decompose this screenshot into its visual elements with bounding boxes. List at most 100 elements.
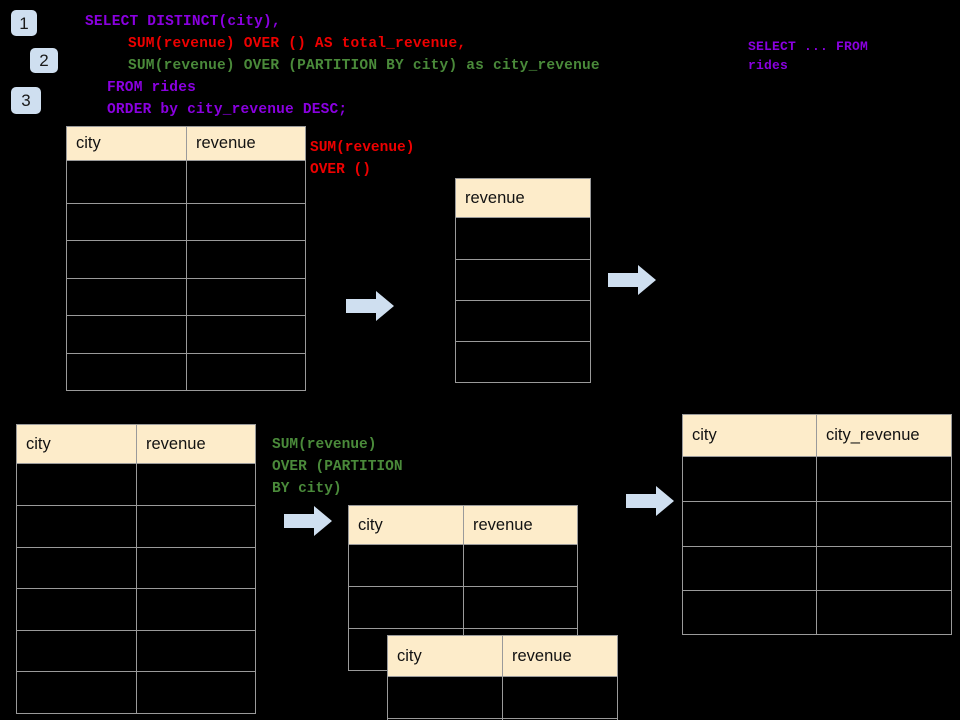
table-row: [682, 590, 952, 635]
cell: [463, 544, 578, 587]
table-row: [66, 240, 306, 279]
arrow-total-to-result: [608, 265, 656, 295]
cell: [816, 456, 952, 502]
cell: [682, 456, 817, 502]
cell: [455, 259, 591, 301]
step-badge-1: 1: [11, 10, 37, 36]
cell: [66, 160, 187, 204]
table-row: [16, 671, 256, 714]
side-note-line-2: rides: [748, 58, 789, 73]
table-row: [387, 676, 618, 719]
side-note-line-1: SELECT ... FROM: [748, 39, 869, 54]
table-source-top: city revenue: [66, 126, 306, 391]
table-row: [682, 546, 952, 591]
cell: [186, 315, 306, 354]
cell: [66, 315, 187, 354]
cell: [186, 353, 306, 391]
table-row: [66, 353, 306, 391]
cell: [136, 505, 256, 548]
table-header-row: revenue: [455, 178, 591, 218]
table-header-row: city revenue: [348, 505, 578, 545]
cell: [136, 547, 256, 589]
table-row: [16, 588, 256, 631]
cell: [136, 463, 256, 506]
step-badge-3-label: 3: [21, 91, 31, 110]
header-cell-revenue: revenue: [502, 635, 618, 677]
table-row: [387, 718, 618, 720]
table-header-row: city revenue: [66, 126, 306, 161]
annotation-over-partition: SUM(revenue) OVER (PARTITION BY city): [272, 437, 403, 497]
table-row: [682, 456, 952, 502]
table-row: [455, 341, 591, 383]
cell: [463, 586, 578, 629]
sql-line-from: FROM rides: [107, 80, 197, 96]
table-row: [66, 278, 306, 316]
table-row: [16, 630, 256, 672]
table-total-revenue: revenue: [455, 178, 591, 383]
table-row: [16, 547, 256, 589]
arrow-source-to-partition: [284, 506, 332, 536]
cell: [66, 278, 187, 316]
table-header-row: city revenue: [387, 635, 618, 677]
sql-line-select: SELECT DISTINCT(city),: [85, 14, 281, 30]
table-row: [66, 203, 306, 241]
header-cell-revenue: revenue: [455, 178, 591, 218]
cell: [816, 590, 952, 635]
step-badge-2: 2: [30, 48, 58, 73]
cell: [682, 590, 817, 635]
cell: [502, 718, 618, 720]
table-header-row: city city_revenue: [682, 414, 952, 457]
sql-line-order-by: ORDER by city_revenue DESC;: [107, 102, 348, 118]
header-cell-city: city: [66, 126, 187, 161]
cell: [455, 341, 591, 383]
table-row: [66, 315, 306, 354]
cell: [136, 630, 256, 672]
cell: [186, 160, 306, 204]
table-row: [455, 259, 591, 301]
cell: [66, 353, 187, 391]
header-cell-city: city: [348, 505, 464, 545]
header-cell-city: city: [16, 424, 137, 464]
cell: [682, 546, 817, 591]
cell: [387, 676, 503, 719]
arrow-source-to-total: [346, 291, 394, 321]
table-row: [455, 217, 591, 260]
cell: [816, 501, 952, 547]
cell: [16, 630, 137, 672]
cell: [455, 217, 591, 260]
arrow-partition-to-result: [626, 486, 674, 516]
cell: [136, 671, 256, 714]
cell: [16, 547, 137, 589]
step-badge-1-label: 1: [19, 13, 29, 33]
header-cell-revenue: revenue: [186, 126, 306, 161]
header-cell-revenue: revenue: [136, 424, 256, 464]
cell: [455, 300, 591, 342]
table-row: [348, 544, 578, 587]
cell: [66, 203, 187, 241]
header-cell-city-revenue: city_revenue: [816, 414, 952, 457]
annotation-over-empty: SUM(revenue) OVER (): [310, 140, 415, 178]
cell: [16, 463, 137, 506]
table-result: city city_revenue: [682, 414, 952, 635]
header-cell-city: city: [682, 414, 817, 457]
table-row: [455, 300, 591, 342]
cell: [16, 588, 137, 631]
cell: [186, 240, 306, 279]
cell: [502, 676, 618, 719]
cell: [348, 544, 464, 587]
table-partition-front: city revenue: [387, 635, 618, 720]
cell: [16, 505, 137, 548]
cell: [136, 588, 256, 631]
table-row: [348, 586, 578, 629]
cell: [186, 278, 306, 316]
cell: [682, 501, 817, 547]
header-cell-city: city: [387, 635, 503, 677]
table-row: [16, 463, 256, 506]
cell: [16, 671, 137, 714]
cell: [348, 586, 464, 629]
cell: [66, 240, 187, 279]
table-source-bottom: city revenue: [16, 424, 256, 714]
table-header-row: city revenue: [16, 424, 256, 464]
table-row: [682, 501, 952, 547]
